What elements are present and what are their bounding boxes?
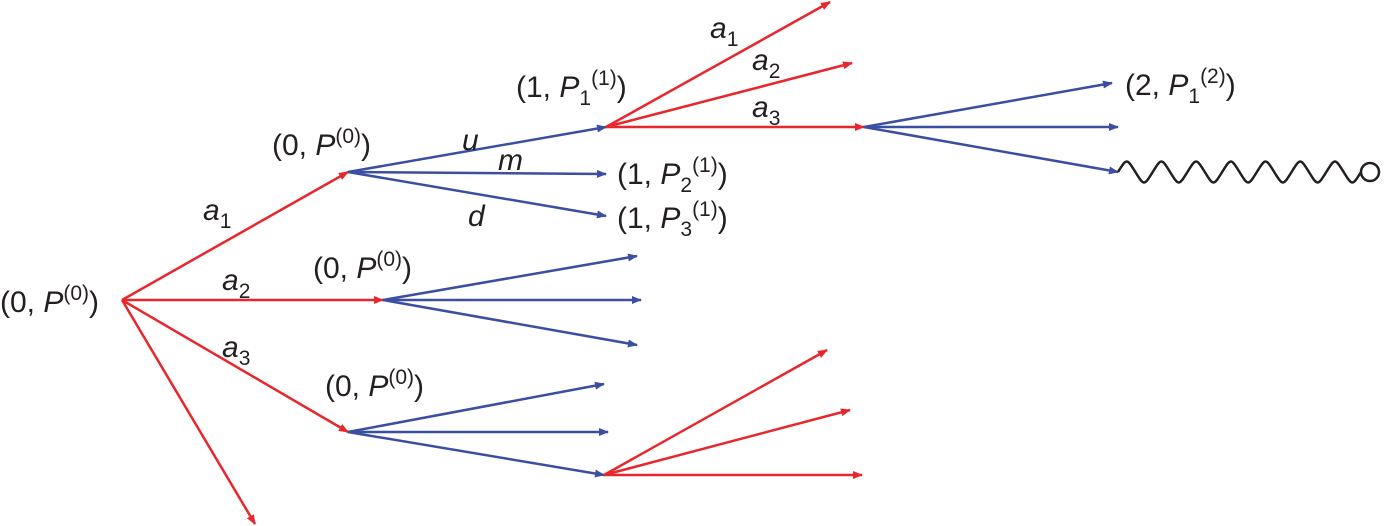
action-arrow: [121, 298, 349, 434]
outcome-arrow: [347, 170, 607, 219]
state-label-after-a2: (0, P(0)): [313, 248, 412, 285]
state-label-p1-step2: (2, P1(2)): [1125, 65, 1236, 108]
outcome-arrow: [863, 80, 1113, 129]
edge-label-p1-a1: a1: [710, 12, 738, 51]
action-arrow: [605, 0, 831, 129]
state-label-p2: (1, P2(1)): [617, 154, 728, 197]
outcome-arrow: [382, 253, 638, 302]
state-label-after-a1: (0, P(0)): [272, 125, 371, 162]
action-arrow: [603, 408, 851, 477]
state-label-p3: (1, P3(1)): [617, 198, 728, 241]
edge-label-down: d: [468, 200, 486, 233]
outcome-arrow: [347, 169, 607, 178]
state-label-p1: (1, P1(1)): [516, 67, 627, 110]
outcome-arrow: [382, 298, 638, 348]
edge-label-p1-a2: a2: [752, 44, 780, 83]
outcome-arrow: [347, 381, 605, 434]
wavy-line-terminal: [1116, 160, 1363, 184]
action-arrow: [605, 61, 853, 129]
edge-label-root-a3: a3: [222, 331, 250, 370]
edge-label-root-a2: a2: [222, 264, 250, 303]
edge-label-root-a1: a1: [203, 194, 231, 233]
edge-label-p1-a3: a3: [752, 91, 780, 130]
edges: [120, 0, 1119, 525]
outcome-arrow: [347, 430, 605, 478]
outcome-arrow: [863, 125, 1119, 175]
action-arrow: [120, 299, 257, 525]
terminal-circle: [1359, 161, 1381, 183]
action-arrow: [603, 348, 828, 477]
action-arrow: [121, 170, 349, 302]
edge-label-up: u: [462, 124, 479, 157]
outcome-arrow: [347, 124, 607, 174]
edge-label-mid: m: [498, 144, 523, 177]
state-label-root: (0, P(0)): [0, 282, 99, 319]
state-label-after-a3: (0, P(0)): [325, 366, 424, 403]
